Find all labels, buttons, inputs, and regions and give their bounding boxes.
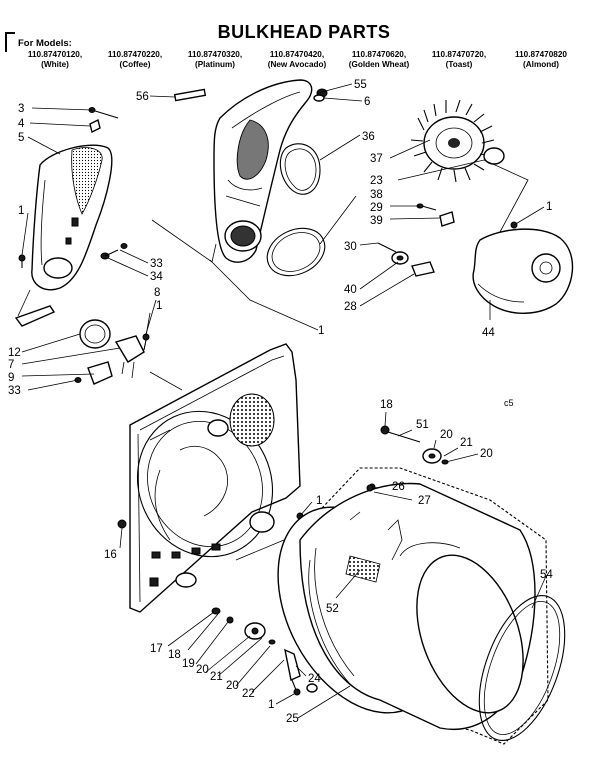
callout-19: 19 [182,658,195,670]
model-color: (Toast) [445,60,473,69]
callout-36: 36 [362,131,375,143]
callout-7: 7 [8,359,14,371]
thermostat-assembly [79,319,145,379]
model-color: (Golden Wheat) [348,60,410,69]
screw-clip-set [74,243,128,383]
dryer-drum [277,467,549,745]
model-entry: 110.87470120,(White) [14,50,96,69]
callout-26: 26 [392,481,405,493]
model-entry: 110.87470220,(Coffee) [94,50,176,69]
callout-51: 51 [416,419,429,431]
callout-18: 18 [168,649,181,661]
model-number: 110.87470620, [351,50,407,59]
corner-mark: c5 [504,398,514,408]
screw [117,519,127,529]
callout-12: 12 [8,347,21,359]
model-number: 110.87470720, [431,50,487,59]
callout-55: 55 [354,79,367,91]
callout-38: 38 [370,189,383,201]
callout-21: 21 [460,437,473,449]
blower-gasket [266,227,326,277]
model-entry: 110.87470720,(Toast) [418,50,500,69]
callout-3: 3 [18,103,24,115]
blower-wheel [410,99,495,183]
callout-20: 20 [196,664,209,676]
models-label: For Models: [18,38,72,49]
callout-33: 33 [150,258,163,270]
model-entry: 110.87470420,(New Avocado) [256,50,338,69]
model-number: 110.87470820 [515,50,567,59]
callout-1: 1 [268,699,274,711]
callout-23: 23 [370,175,383,187]
page-title: BULKHEAD PARTS [217,22,391,42]
callout-28: 28 [344,301,357,313]
corner-bracket [5,32,15,52]
callout-5: 5 [18,132,24,144]
callout-1: 1 [18,205,24,217]
model-entry: 110.87470620,(Golden Wheat) [338,50,420,69]
leader-lines [17,83,547,719]
callout-1: 1 [316,495,322,507]
callout-37: 37 [370,153,383,165]
callout-8: 8 [154,287,160,299]
motor-clip-set [377,203,455,277]
callout-20: 20 [440,429,453,441]
callout-1: 1 [318,325,324,337]
callout-54: 54 [540,569,553,581]
callout-40: 40 [344,284,357,296]
model-number: 110.87470320, [187,50,243,59]
lint-duct-cover [31,144,113,291]
model-number: 110.87470120, [27,50,83,59]
drum-front-seal [478,594,566,742]
blower-housing [472,228,574,314]
callout-25: 25 [286,713,299,725]
callout-56: 56 [136,91,149,103]
callout-18: 18 [380,399,393,411]
callout-29: 29 [370,202,383,214]
callout-4: 4 [18,118,25,130]
duct-seal [279,143,321,195]
callout-27: 27 [418,495,431,507]
callout-9: 9 [8,372,14,384]
blower-clip [483,147,505,165]
model-entry: 110.87470820(Almond) [500,50,582,69]
callout-21: 21 [210,671,223,683]
model-color: (White) [41,60,69,69]
callout-20: 20 [480,448,493,460]
roller-fasteners-lower [211,607,318,696]
model-entry: 110.87470320,(Platinum) [174,50,256,69]
callout-1: 1 [156,300,162,312]
callout-30: 30 [344,241,357,253]
callout-6: 6 [364,96,370,108]
callout-33: 33 [8,385,21,397]
model-list: 110.87470120,(White) 110.87470220,(Coffe… [14,50,604,78]
model-color: (Platinum) [194,60,236,69]
callout-17: 17 [150,643,163,655]
callout-labels: 3 4 5 1 56 55 6 36 37 23 38 29 39 1 30 4… [8,79,553,725]
callout-44: 44 [482,327,495,339]
upper-duct [213,79,313,263]
callout-1: 1 [546,201,552,213]
callout-34: 34 [150,271,163,283]
callout-20: 20 [226,680,239,692]
thermal-cutoff [87,361,113,385]
callout-52: 52 [326,603,339,615]
callout-22: 22 [242,688,255,700]
model-color: (Coffee) [119,60,151,69]
mounting-bracket [14,305,56,327]
model-color: (Almond) [523,60,559,69]
model-color: (New Avocado) [267,60,327,69]
baffle-screw [366,484,374,492]
model-number: 110.87470420, [269,50,325,59]
callout-16: 16 [104,549,117,561]
model-number: 110.87470220, [107,50,163,59]
callout-39: 39 [370,215,383,227]
front-bulkhead [129,343,301,613]
callout-24: 24 [308,673,321,685]
